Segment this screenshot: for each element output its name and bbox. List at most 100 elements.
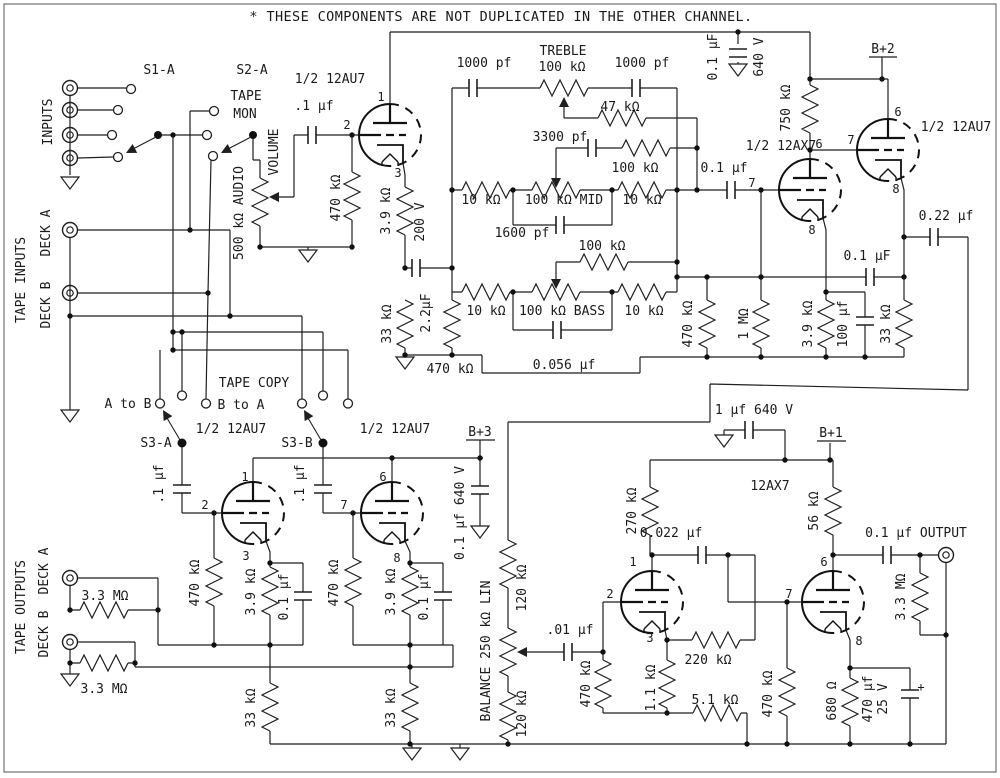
label-s3a: S3-A: [140, 436, 171, 451]
wires-input-switching: [69, 32, 406, 410]
label-1uf640: 1 µf 640 V: [715, 403, 793, 418]
label-33k-left: 33 kΩ: [380, 304, 395, 343]
label-39k-s3b: 3.9 kΩ: [384, 568, 399, 615]
label-01uF-decouple: 0.1 µF: [706, 33, 721, 80]
pin-8-t2: 8: [808, 223, 815, 237]
tube-12au7-copy-b: [359, 480, 425, 546]
label-tape-mon-2: MON: [233, 107, 256, 122]
volume-wiper-arrow: [269, 192, 279, 202]
label-tapeout-deck-a: DECK A: [37, 547, 52, 594]
pin-3-t1: 3: [394, 166, 401, 180]
label-treble: TREBLE: [540, 44, 587, 59]
label-01uf-s3a: 0.1 µf: [277, 574, 292, 621]
drawing-border: [3, 3, 997, 773]
label-s1a: S1-A: [143, 63, 174, 78]
label-39k-bank: 3.9 kΩ: [801, 300, 816, 347]
label-33k-s3b: 33 kΩ: [384, 688, 399, 727]
label-100k-mid-fb: 100 kΩ: [612, 161, 659, 176]
label-100uf: 100 µf: [836, 301, 851, 348]
label-47k: 47 kΩ: [600, 100, 639, 115]
tape-out-deck-a-jack: [61, 569, 79, 587]
label-1m: 1 MΩ: [737, 308, 752, 339]
tube-12ax7-tone: [777, 157, 843, 223]
label-470k-v1grid: 470 kΩ: [579, 660, 594, 707]
label-inputs: INPUTS: [41, 99, 56, 146]
label-01uF-fb: 0.1 µF: [844, 249, 891, 264]
label-11k: 1.1 kΩ: [644, 664, 659, 711]
label-volume-value: 500 kΩ AUDIO: [232, 166, 247, 260]
label-470k-bank: 470 kΩ: [681, 300, 696, 347]
label-volume: VOLUME: [267, 129, 282, 176]
label-270k: 270 kΩ: [625, 487, 640, 534]
label-39k-s3a: 3.9 kΩ: [244, 568, 259, 615]
label-56k: 56 kΩ: [807, 491, 822, 530]
label-tape-inputs: TAPE INPUTS: [14, 237, 29, 323]
label-cathode-r1: 3.9 kΩ: [379, 187, 394, 234]
label-680: 680 Ω: [825, 681, 840, 720]
label-vol-coupling-cap: .1 µf: [294, 99, 333, 114]
label-33m-b: 3.3 MΩ: [81, 682, 128, 697]
label-1600pf: 1600 pf: [495, 226, 550, 241]
label-12ax7-tone: 1/2 12AX7: [746, 139, 816, 154]
label-470k-s3b: 470 kΩ: [327, 559, 342, 606]
pin-2-t1: 2: [343, 118, 350, 132]
pin-7-t7: 7: [785, 587, 792, 601]
label-treble-val: 100 kΩ: [539, 60, 586, 75]
pin-1-t1: 1: [377, 90, 384, 104]
pin-8-t7: 8: [855, 634, 862, 648]
label-tapeout-deck-b: DECK B: [37, 610, 52, 657]
volume-pot-element: [251, 177, 269, 227]
label-33m-a: 3.3 MΩ: [82, 589, 129, 604]
tube-12ax7-out-2: [800, 569, 866, 635]
label-tapein-deck-a: DECK A: [39, 209, 54, 256]
label-33m-out: 3.3 MΩ: [894, 573, 909, 620]
label-12au7-follower: 1/2 12AU7: [921, 120, 991, 135]
label-elco-plus: +: [917, 680, 924, 694]
channel-note: * THESE COMPONENTS ARE NOT DUPLICATED IN…: [249, 9, 752, 25]
tube-12au7-copy-a: [220, 480, 286, 546]
label-tube5-type: 1/2 12AU7: [360, 422, 430, 437]
label-1000pf-r: 1000 pf: [615, 56, 670, 71]
label-mid-pot: 100 kΩ MID: [525, 193, 603, 208]
input-jack-1: [61, 79, 79, 97]
label-b2: B+2: [871, 42, 894, 57]
pin-2-t6: 2: [606, 587, 613, 601]
tape-out-deck-b-jack: [61, 633, 79, 651]
balance-pot-element: [499, 627, 517, 677]
label-640v-decouple: 640 V: [752, 37, 767, 76]
label-2u2: 2.2µF: [419, 293, 434, 332]
treble-pot-element: [539, 79, 589, 97]
label-51k: 5.1 kΩ: [692, 693, 739, 708]
label-01uf-coupling: 0.1 µf: [701, 161, 748, 176]
label-100k-bass-fb: 100 kΩ: [579, 239, 626, 254]
label-470k-v2grid: 470 kΩ: [761, 670, 776, 717]
label-p1uf-s3a: .1 µf: [152, 464, 167, 503]
pin-7-t5: 7: [340, 498, 347, 512]
label-a-to-b: A to B: [105, 397, 152, 412]
label-b3: B+3: [468, 425, 491, 440]
label-470uf: 470 µf: [861, 676, 876, 723]
label-s3b: S3-B: [281, 436, 312, 451]
label-tapein-deck-b: DECK B: [39, 281, 54, 328]
pin-1-t6: 1: [629, 555, 636, 569]
tube-12ax7-out-1: [619, 569, 685, 635]
label-1000pf-l: 1000 pf: [457, 56, 512, 71]
label-b-to-a: B to A: [218, 398, 265, 413]
pin-6-t3: 6: [894, 105, 901, 119]
pin-3-t4: 3: [242, 549, 249, 563]
balance-wiper-arrow: [517, 647, 527, 657]
pin-6-t5: 6: [379, 470, 386, 484]
pin-1-t4: 1: [241, 470, 248, 484]
label-01uf640-b3: 0.1 µf 640 V: [453, 466, 468, 560]
label-tape-outputs: TAPE OUTPUTS: [14, 560, 29, 654]
label-10k-bl: 10 kΩ: [466, 304, 505, 319]
label-output: 0.1 µf OUTPUT: [865, 526, 967, 541]
label-s2a: S2-A: [236, 63, 267, 78]
label-01uf-s3b: 0.1 µf: [417, 574, 432, 621]
wires-balance-feedback: [507, 383, 969, 744]
label-33k-s3a: 33 kΩ: [244, 688, 259, 727]
label-tape-mon-1: TAPE: [230, 89, 261, 104]
label-3300pf: 3300 pf: [533, 130, 588, 145]
tube-12au7-follower: [855, 117, 921, 183]
